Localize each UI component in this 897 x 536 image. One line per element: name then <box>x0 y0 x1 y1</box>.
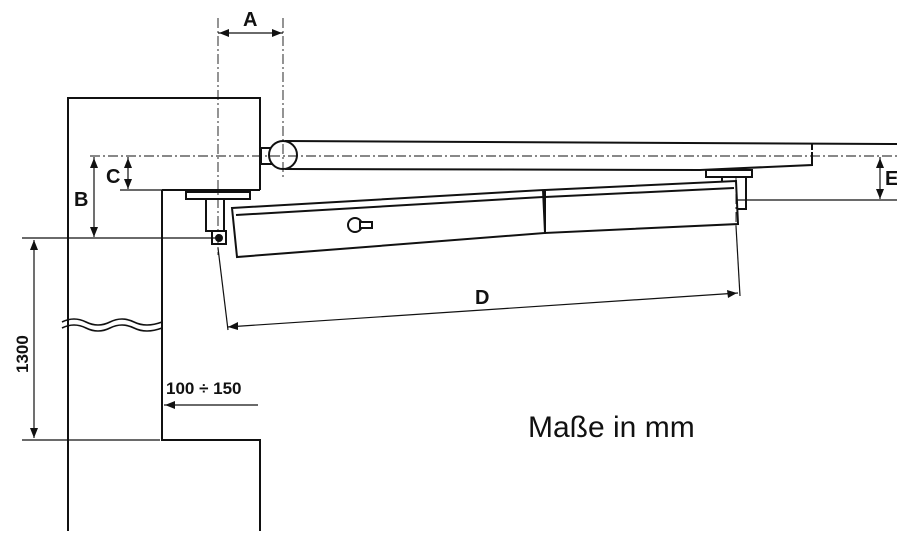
label-e: E <box>885 168 897 190</box>
gate-hinge <box>260 140 298 170</box>
center-lines <box>90 18 897 255</box>
label-b: B <box>74 189 88 211</box>
actuator <box>185 169 753 259</box>
label-height-1300: 1300 <box>13 335 32 373</box>
label-distance: 100 ÷ 150 <box>166 379 242 398</box>
label-c: C <box>106 166 120 188</box>
dimension-arrows <box>30 29 884 438</box>
gate-leaf <box>284 140 897 172</box>
label-d: D <box>475 287 489 309</box>
units-note: Maße in mm <box>528 411 695 444</box>
pillar <box>67 97 261 531</box>
label-a: A <box>243 9 257 31</box>
pillar-break-marks <box>61 318 163 332</box>
